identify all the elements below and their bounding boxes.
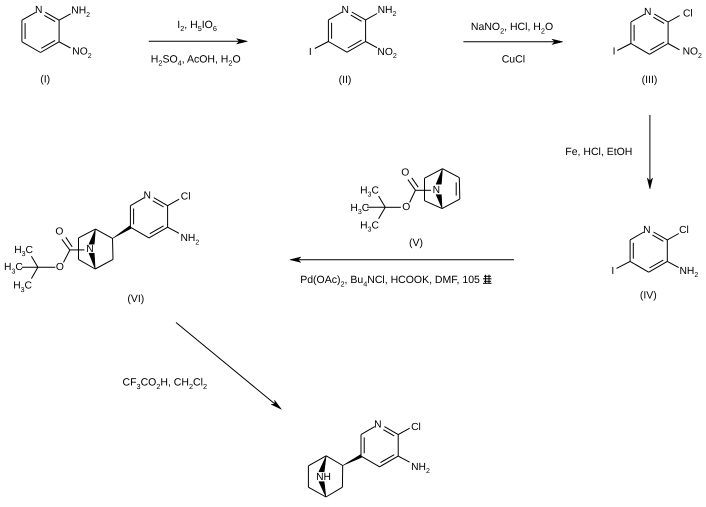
svg-text:N: N (341, 5, 348, 16)
svg-text:O: O (55, 227, 63, 238)
svg-text:N: N (86, 244, 93, 255)
svg-text:NH2: NH2 (680, 266, 699, 279)
svg-text:Fe, HCl, EtOH: Fe, HCl, EtOH (565, 146, 632, 158)
svg-text:H3C: H3C (360, 220, 379, 233)
svg-text:NH2: NH2 (71, 6, 90, 19)
svg-text:NO2: NO2 (377, 47, 396, 60)
svg-text:I: I (309, 47, 312, 58)
svg-text:H3C: H3C (4, 262, 23, 275)
svg-text:N: N (143, 191, 150, 202)
svg-text:NH2: NH2 (411, 462, 430, 475)
svg-text:H3C: H3C (13, 281, 32, 294)
svg-text:I: I (613, 47, 616, 58)
svg-text:N: N (374, 419, 381, 430)
svg-text:(II): (II) (339, 74, 352, 86)
svg-text:H3C: H3C (350, 203, 369, 216)
svg-text:NH2: NH2 (378, 5, 397, 18)
svg-text:N: N (644, 7, 651, 18)
svg-text:CuCl: CuCl (502, 53, 525, 65)
svg-text:NH: NH (316, 472, 331, 483)
svg-text:O: O (56, 262, 64, 273)
svg-text:NaNO2, HCl, H2O: NaNO2, HCl, H2O (471, 21, 553, 35)
svg-text:(VI): (VI) (127, 293, 144, 305)
svg-text:NO2: NO2 (683, 47, 702, 60)
svg-text:I2, H5IO6: I2, H5IO6 (177, 19, 217, 33)
svg-text:N: N (433, 185, 440, 196)
svg-text:Cl: Cl (679, 225, 689, 236)
svg-text:NO2: NO2 (72, 47, 91, 60)
svg-text:Cl: Cl (411, 422, 421, 433)
svg-text:O: O (401, 168, 409, 179)
svg-text:H3C: H3C (14, 245, 33, 258)
svg-text:(I): (I) (40, 74, 50, 86)
svg-text:N: N (35, 5, 42, 16)
svg-text:H3C: H3C (360, 185, 379, 198)
svg-text:O: O (402, 202, 410, 213)
svg-text:CF3CO2H, CH2Cl2: CF3CO2H, CH2Cl2 (123, 377, 208, 391)
svg-text:N: N (643, 225, 650, 236)
svg-text:NH2: NH2 (181, 233, 200, 246)
svg-text:(V): (V) (409, 237, 423, 249)
svg-text:Pd(OAc)2, Bu4NCl, HCOOK, DMF,: Pd(OAc)2, Bu4NCl, HCOOK, DMF, 105 (300, 274, 480, 288)
svg-text:I: I (611, 266, 614, 277)
svg-text:(IV): (IV) (640, 289, 657, 301)
svg-text:(III): (III) (642, 74, 658, 86)
svg-text:Cl: Cl (181, 191, 191, 202)
svg-text:Cl: Cl (683, 8, 693, 19)
svg-text:H2SO4, AcOH, H2O: H2SO4, AcOH, H2O (151, 53, 241, 67)
